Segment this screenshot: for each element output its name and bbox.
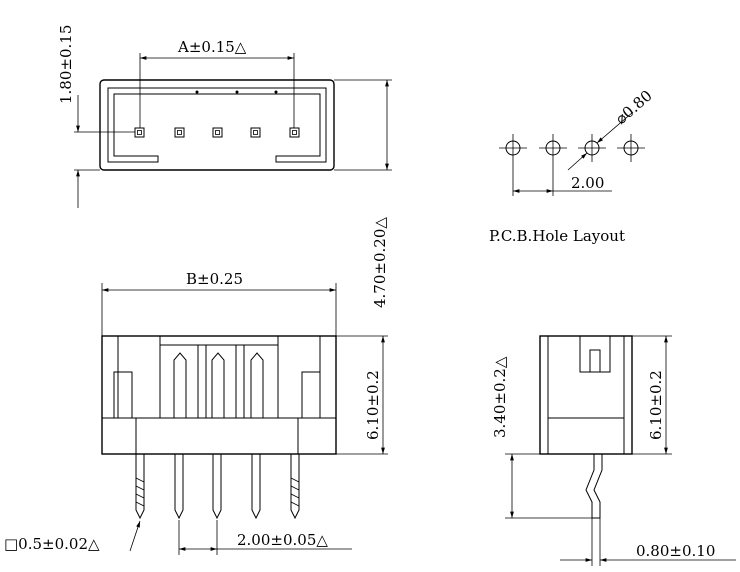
pcb-layout-title: P.C.B.Hole Layout (489, 227, 625, 245)
dim-thickness-label: 0.80±0.10 (636, 542, 715, 560)
top-view: A±0.15△ 1.80±0.15 4.70±0.20△ (57, 25, 392, 308)
dim-pcb-pitch-label: 2.00 (571, 174, 604, 192)
pcb-hole-layout: ⌀0.80 2.00 P.C.B.Hole Layout (489, 87, 656, 245)
dim-front-height-label: 6.10±0.2 (364, 370, 382, 440)
dim-top-height-label: 1.80±0.15 (57, 25, 75, 104)
front-contacts (173, 345, 264, 418)
top-pin-squares (134, 127, 300, 138)
dim-hole-label: ⌀0.80 (612, 87, 656, 128)
front-pins (135, 454, 300, 520)
side-view: 3.40±0.2△ 6.10±0.2 0.80±0.10 (491, 335, 736, 566)
dim-side-height-label: 6.10±0.2 (647, 370, 665, 440)
front-view: B±0.25 6.10±0.2 □0.5±0.02△ 2.00±0.05△ (4, 270, 388, 555)
dim-a-label: A±0.15△ (177, 38, 247, 56)
pcb-centerlines (499, 134, 645, 162)
dim-pin-length-label: 3.40±0.2△ (491, 356, 509, 438)
dim-depth-label: 4.70±0.20△ (371, 217, 389, 308)
dim-pin-size-label: □0.5±0.02△ (4, 535, 100, 553)
side-pin (585, 454, 603, 519)
dim-pitch-label: 2.00±0.05△ (237, 531, 328, 549)
dim-b-label: B±0.25 (186, 270, 243, 288)
